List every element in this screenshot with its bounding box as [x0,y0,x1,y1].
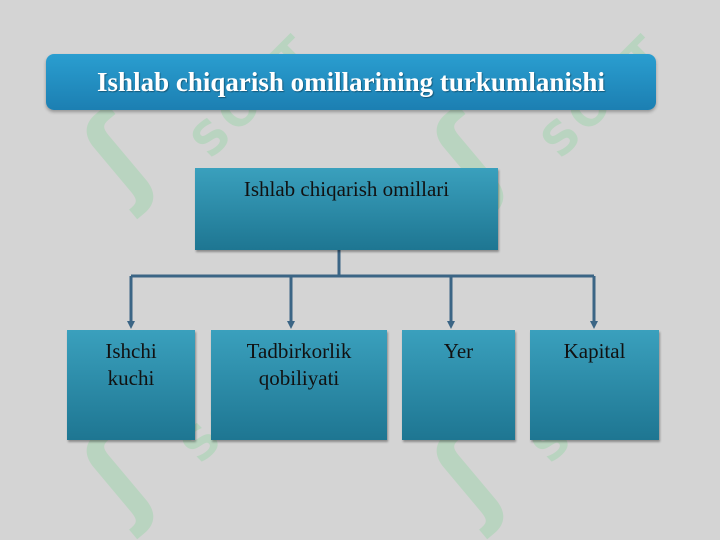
child-node-kapital: Kapital [530,330,659,440]
child-node-ishchi-kuchi: Ishchi kuchi [67,330,195,440]
child-node-tadbirkorlik-qobiliyati: Tadbirkorlik qobiliyati [211,330,387,440]
slide-title: Ishlab chiqarish omillarining turkumlani… [46,54,656,110]
child-node-yer: Yer [402,330,515,440]
root-node: Ishlab chiqarish omillari [195,168,498,250]
